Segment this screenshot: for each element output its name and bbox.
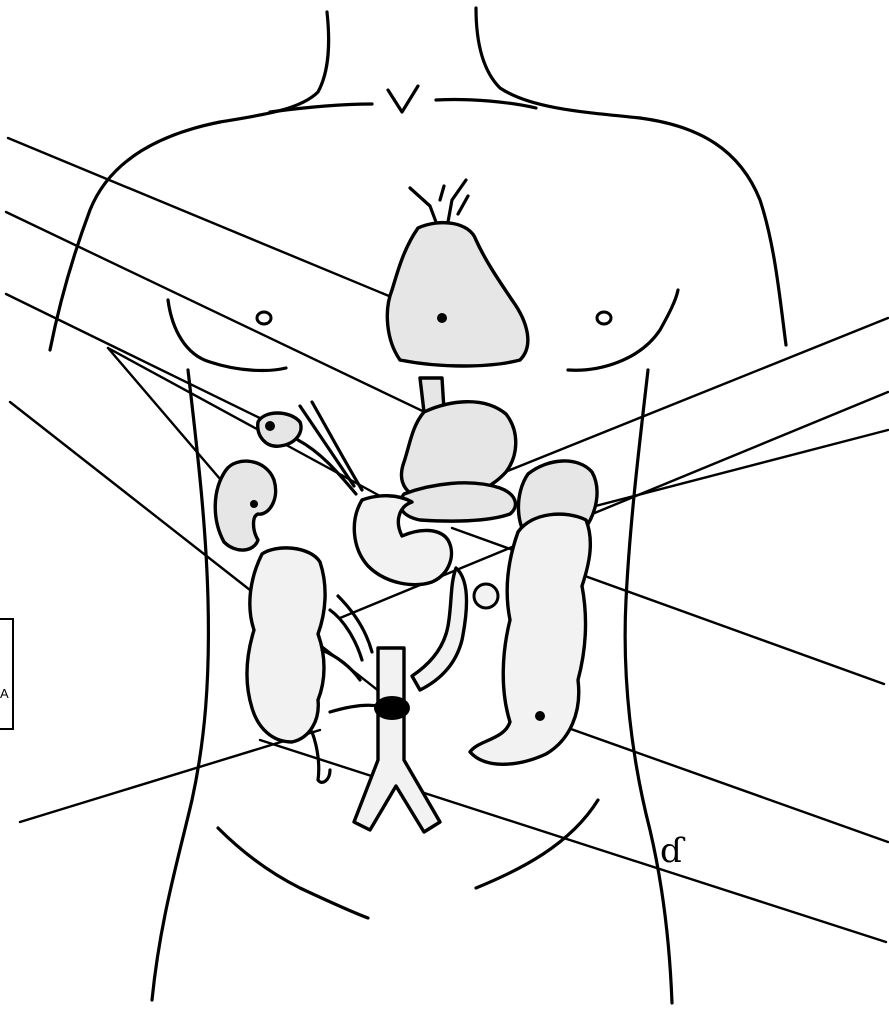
descending-colon-label-dot bbox=[535, 711, 545, 721]
heart bbox=[387, 223, 528, 366]
organs bbox=[215, 180, 597, 832]
right-shoulder-line bbox=[640, 118, 786, 345]
heart-label-dot bbox=[437, 313, 447, 323]
aortic-bifurcation-node bbox=[374, 696, 410, 720]
signature-mark: ɗ bbox=[660, 831, 686, 871]
mesenteric-loop bbox=[474, 584, 498, 608]
gallbladder bbox=[258, 413, 301, 446]
leader-kidney bbox=[108, 348, 238, 500]
right-pectoral-line bbox=[568, 290, 678, 370]
leader-splenic-flexure bbox=[580, 430, 888, 510]
cropped-label-box bbox=[0, 618, 14, 730]
left-pectoral-line bbox=[168, 300, 286, 370]
left-shoulder-line bbox=[50, 122, 220, 350]
renal-vessel bbox=[330, 705, 378, 712]
neck-left-line bbox=[220, 12, 329, 122]
right-nipple bbox=[597, 312, 611, 324]
right-flank-line bbox=[625, 370, 672, 1003]
descending-colon bbox=[470, 514, 590, 764]
leader-spleen bbox=[500, 318, 888, 474]
left-nipple bbox=[257, 312, 271, 324]
sternal-notch bbox=[388, 86, 418, 112]
gallbladder-label-dot bbox=[265, 421, 275, 431]
great-vessels bbox=[410, 180, 468, 222]
left-groin-line bbox=[218, 828, 368, 918]
right-clavicle-line bbox=[436, 99, 536, 108]
pancreas bbox=[400, 483, 515, 521]
leader-gallbladder bbox=[6, 294, 272, 424]
left-flank-line bbox=[152, 370, 208, 1000]
kidney-label-dot bbox=[250, 500, 258, 508]
leader-heart bbox=[8, 138, 442, 318]
ascending-colon bbox=[247, 548, 325, 742]
jejunum-segment bbox=[412, 568, 467, 690]
leader-descending-colon bbox=[540, 718, 888, 842]
cropped-label-text: A bbox=[0, 686, 9, 701]
kidney bbox=[215, 461, 275, 550]
